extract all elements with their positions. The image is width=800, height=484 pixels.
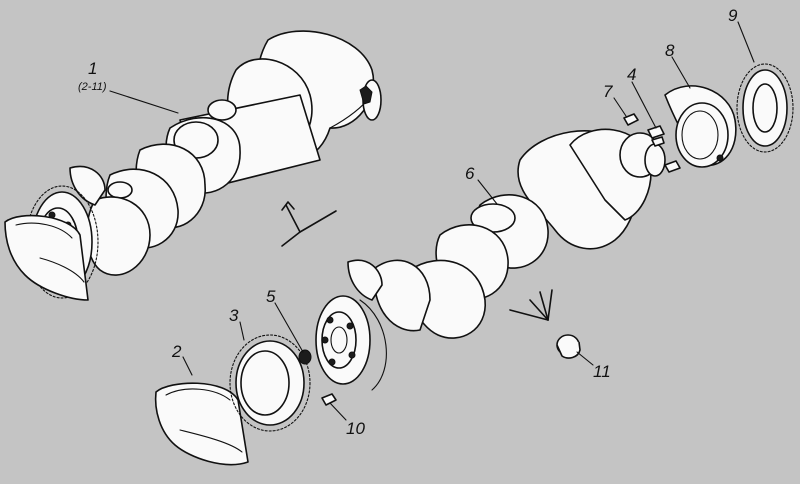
- callout-6: 6: [465, 164, 475, 183]
- callout-1: 1: [88, 59, 97, 78]
- callout-7: 7: [603, 82, 613, 101]
- upper-right-parts: [623, 63, 794, 173]
- crank-direction-arrows: [509, 289, 553, 321]
- callout-2: 2: [171, 342, 182, 361]
- callout-5: 5: [266, 287, 276, 306]
- lower-left-parts: [154, 334, 581, 466]
- callout-1-range: (2-11): [78, 81, 107, 93]
- exploded-crankshaft: [315, 128, 666, 391]
- callout-10: 10: [346, 419, 365, 438]
- callout-8: 8: [665, 41, 675, 60]
- callouts: 1 (2-11) 2 3 4 5 6 7 8 9 10 11: [78, 6, 738, 438]
- callout-9: 9: [728, 6, 738, 25]
- assembled-crankshaft: [4, 30, 382, 301]
- callout-4: 4: [627, 65, 636, 84]
- leader-lines: [109, 21, 755, 421]
- callout-3: 3: [229, 306, 239, 325]
- transition-arrow: [281, 201, 337, 247]
- callout-11: 11: [593, 362, 611, 381]
